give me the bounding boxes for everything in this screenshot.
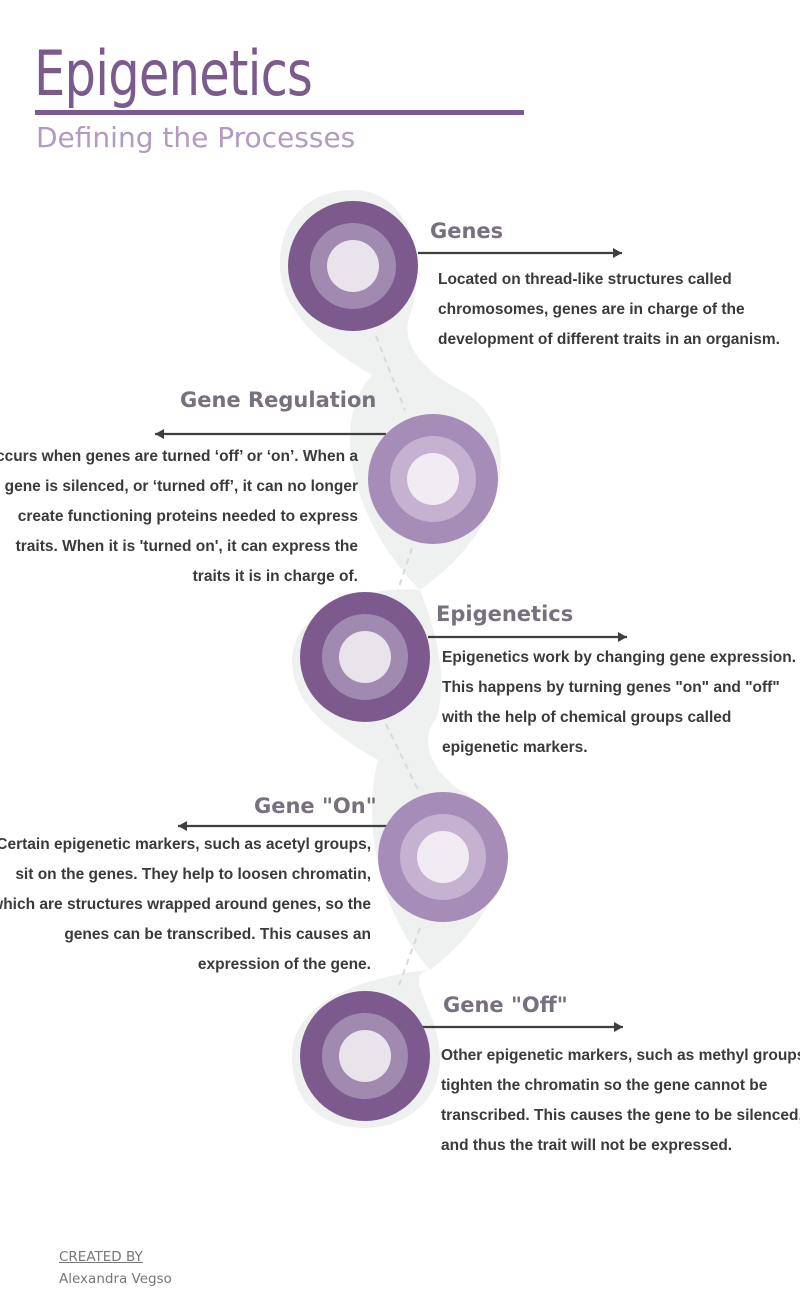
genes-description: Located on thread-like structures called… (438, 265, 780, 355)
pointer-arrow (428, 632, 627, 642)
connector-line (375, 335, 406, 411)
desc-line: epigenetic markers. (442, 739, 588, 756)
connector-line (397, 547, 413, 591)
desc-line: Other epigenetic markers, such as methyl… (441, 1047, 800, 1064)
gene-on-description: Certain epigenetic markers, such as acet… (0, 830, 371, 980)
created-by-label: CREATED BY (59, 1249, 143, 1265)
desc-line: Epigenetics work by changing gene expres… (442, 649, 797, 666)
desc-line: This happens by turning genes "on" and "… (442, 679, 780, 696)
pointer-arrow (155, 429, 386, 439)
desc-line: traits. When it is 'turned on', it can e… (15, 538, 358, 555)
desc-line: which are structures wrapped around gene… (0, 896, 371, 913)
page-title: Epigenetics (34, 37, 313, 110)
genes-node (288, 201, 418, 331)
pointer-arrow (418, 248, 622, 258)
epigenetics-node-core (339, 631, 391, 683)
desc-line: Certain epigenetic markers, such as acet… (0, 836, 371, 853)
epigenetics-description: Epigenetics work by changing gene expres… (442, 643, 796, 763)
desc-line: gene is silenced, or ‘turned off’, it ca… (4, 478, 358, 495)
desc-line: traits it is in charge of. (192, 568, 358, 585)
desc-line: tighten the chromatin so the gene cannot… (441, 1077, 768, 1094)
gene-off-node (300, 991, 430, 1121)
desc-line: Occurs when genes are turned ‘off’ or ‘o… (0, 448, 358, 465)
epigenetics-heading: Epigenetics (436, 602, 574, 626)
desc-line: and thus the trait will not be expressed… (441, 1137, 733, 1154)
desc-line: chromosomes, genes are in charge of the (438, 301, 745, 318)
connector-line (385, 723, 419, 791)
gene-regulation-heading: Gene Regulation (180, 388, 377, 412)
pointer-arrow (178, 821, 388, 831)
page-subtitle: Defining the Processes (36, 121, 356, 154)
genes-node-core (327, 240, 379, 292)
desc-line: Located on thread-like structures called (438, 271, 732, 288)
genes-heading: Genes (430, 219, 504, 243)
desc-line: sit on the genes. They help to loosen ch… (15, 866, 371, 883)
gene-off-node-core (339, 1030, 391, 1082)
pointer-arrow (422, 1022, 623, 1032)
gene-regulation-node (368, 414, 498, 544)
desc-line: transcribed. This causes the gene to be … (441, 1107, 800, 1124)
title-underline (35, 110, 524, 115)
desc-line: with the help of chemical groups called (442, 709, 732, 726)
gene-regulation-description: Occurs when genes are turned ‘off’ or ‘o… (0, 442, 358, 592)
gene-off-description: Other epigenetic markers, such as methyl… (441, 1041, 800, 1161)
epigenetics-node (300, 592, 430, 722)
gene-off-heading: Gene "Off" (443, 993, 568, 1017)
gene-on-heading: Gene "On" (254, 794, 377, 818)
desc-line: expression of the gene. (197, 956, 371, 973)
desc-line: development of different traits in an or… (438, 331, 780, 348)
desc-line: create functioning proteins needed to ex… (17, 508, 358, 525)
gene-on-node-core (417, 831, 469, 883)
gene-regulation-node-core (407, 453, 459, 505)
desc-line: genes can be transcribed. This causes an (64, 926, 371, 943)
author-name: Alexandra Vegso (59, 1271, 172, 1287)
gene-on-node (378, 792, 508, 922)
